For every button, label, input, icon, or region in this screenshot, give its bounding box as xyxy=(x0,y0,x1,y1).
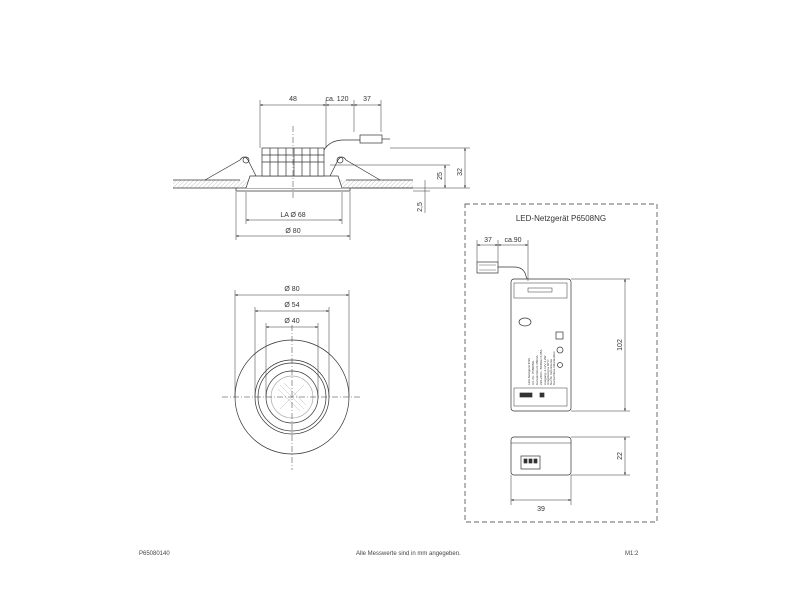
clip-pivot-right xyxy=(336,156,344,164)
dim-label-37: 37 xyxy=(363,96,371,103)
dim-label-bezel: 2,5 xyxy=(417,202,424,212)
dim-label-80-side: Ø 80 xyxy=(285,228,300,235)
dim-label-54: Ø 54 xyxy=(284,302,299,309)
driver-cable xyxy=(498,266,529,282)
label-line-2: Art.-Nr.: P6508NG xyxy=(531,360,535,385)
dim-label-40: Ø 40 xyxy=(284,318,299,325)
footer-article-number: P65080140 xyxy=(139,551,170,557)
label-line-7: Nur für Innenräume xyxy=(549,359,553,385)
dim-label-80-front: Ø 80 xyxy=(284,286,299,293)
footer-scale: M1:2 xyxy=(625,551,639,557)
dim-label-la68: LA Ø 68 xyxy=(280,212,305,219)
driver-side-housing xyxy=(510,436,572,476)
spring-clip-left xyxy=(204,156,257,181)
terminal-block xyxy=(519,392,533,398)
driver-housing xyxy=(510,278,572,412)
class-symbol-icon xyxy=(555,331,564,340)
spring-clip-right xyxy=(329,156,381,181)
temp-symbol-icon xyxy=(557,362,563,368)
dim-label-driver-22: 22 xyxy=(617,452,624,460)
side-view xyxy=(173,100,470,240)
label-line-6: Umgebung ta 40°C xyxy=(546,359,550,385)
front-view xyxy=(222,290,362,470)
dim-label-driver-90: ca.90 xyxy=(504,237,521,244)
dim-label-cable: ca. 120 xyxy=(326,96,349,103)
dim-label-driver-37: 37 xyxy=(484,237,492,244)
dim-front xyxy=(234,290,350,397)
ce-symbol-icon xyxy=(556,346,564,354)
label-line-1: LED-Netzgerät IP20 xyxy=(527,358,531,385)
driver-panel-frame xyxy=(464,203,658,523)
label-line-4: 220-240V~ 50/60Hz 0,08A xyxy=(539,350,543,385)
label-line-5: Ausgang: 2-12V 4,2W xyxy=(543,355,547,385)
dim-label-25: 25 xyxy=(437,172,444,180)
dim-label-driver-39: 39 xyxy=(537,506,545,513)
driver-panel-title: LED-Netzgerät P6508NG xyxy=(516,214,606,223)
clip-pivot-left xyxy=(242,156,250,164)
label-line-3: Konstantstrom 350mA xyxy=(535,355,539,385)
connector-plug xyxy=(359,134,383,144)
dim-label-32: 32 xyxy=(457,168,464,176)
dim-right xyxy=(330,147,470,213)
dim-bottom xyxy=(235,192,351,240)
footer-note: Alle Messwerte sind in mm angegeben. xyxy=(356,551,461,557)
dim-top xyxy=(259,100,382,148)
housing xyxy=(245,175,343,189)
driver-plug xyxy=(476,261,499,274)
label-line-8: Kurzschluss-/überlastfest xyxy=(552,351,556,385)
driver-top-view xyxy=(476,261,572,412)
cable xyxy=(323,139,360,151)
driver-side-view xyxy=(510,436,572,476)
brand-logo-icon xyxy=(518,317,532,327)
driver-label-text: LED-Netzgerät IP20 Art.-Nr.: P6508NG Kon… xyxy=(527,350,556,385)
dim-label-48: 48 xyxy=(289,96,297,103)
driver-dimensions xyxy=(476,240,630,505)
dim-label-driver-102: 102 xyxy=(617,339,624,351)
